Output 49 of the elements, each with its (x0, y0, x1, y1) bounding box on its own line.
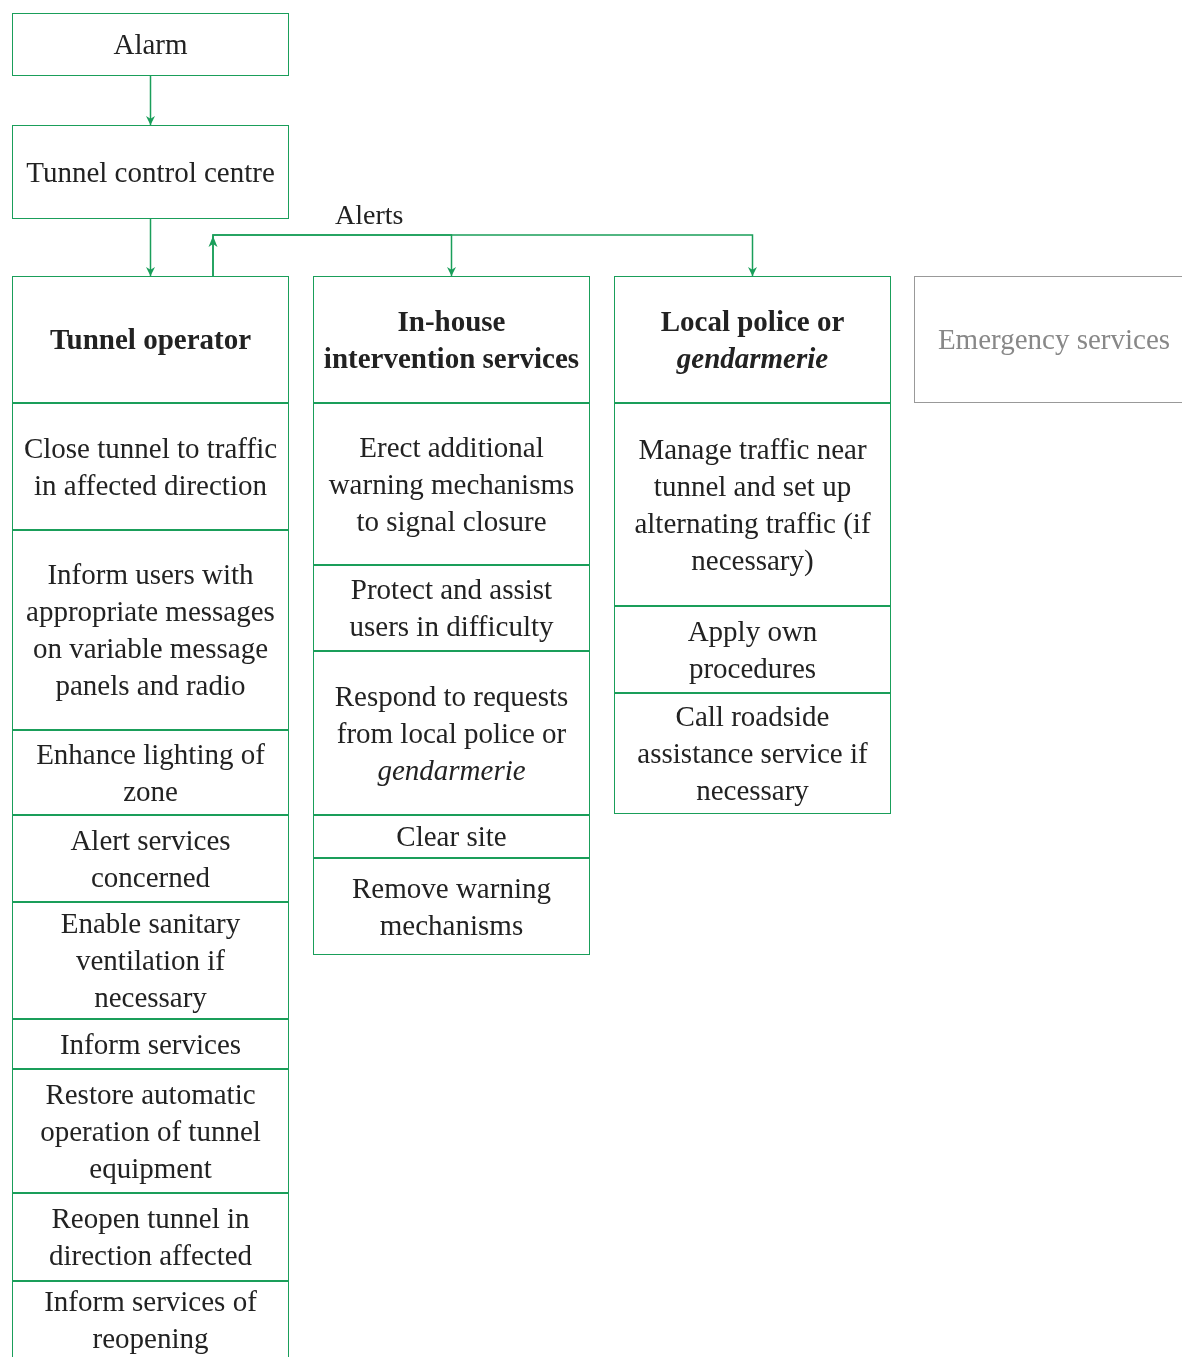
process-box (313, 403, 590, 565)
step-text: Reopen tunnel in direction affected (47, 1201, 254, 1273)
process-box (313, 858, 590, 955)
process-box (614, 606, 891, 693)
header-box (12, 276, 289, 403)
process-box (12, 1069, 289, 1193)
process-box (614, 403, 891, 606)
process-box (12, 815, 289, 902)
header-box (614, 276, 891, 403)
heading: Tunnel operator (49, 322, 252, 357)
step-text: Alert services concerned (69, 822, 232, 895)
step-text: Apply own procedures (686, 613, 819, 686)
process-box (12, 13, 289, 76)
heading: In-house intervention services (322, 303, 581, 376)
step-text: Call roadside assistance service if necessary (636, 699, 869, 808)
step-text: Inform users with appropriate messages on variable message panels and radio (25, 557, 276, 703)
inactive-box (914, 276, 1182, 403)
step-text: Tunnel control centre (26, 154, 275, 190)
step-text: Protect and assist users in difficulty (348, 572, 555, 644)
step-text: Remove warning mechanisms (351, 870, 552, 943)
process-box (12, 902, 289, 1019)
step-text: Respond to requests from local police or gendarmerie (333, 678, 570, 788)
process-box (12, 1193, 289, 1281)
process-box (12, 530, 289, 730)
step-text: Alarm (113, 27, 188, 62)
step-text: Clear site (396, 819, 507, 854)
step-text: Manage traffic near tunnel and set up alternating traffic (if necessary) (633, 431, 872, 578)
step-text: Enhance lighting of zone (35, 736, 266, 809)
process-box (12, 730, 289, 815)
step-text: Enable sanitary ventilation if necessary (59, 906, 242, 1015)
process-box (614, 693, 891, 814)
step-text: Inform services of reopening (43, 1284, 258, 1356)
process-box (12, 125, 289, 219)
step-text: Erect additional warning mechanisms to signal closure (327, 429, 576, 539)
heading: Emergency services (937, 322, 1171, 357)
process-box (313, 651, 590, 815)
process-box (12, 1019, 289, 1069)
arrow (212, 234, 757, 277)
process-box (313, 815, 590, 858)
process-box (12, 403, 289, 530)
step-text: Restore automatic operation of tunnel equipment (39, 1076, 262, 1186)
process-box (313, 565, 590, 651)
heading: Local police or gendarmerie (659, 303, 846, 376)
step-text: Inform services (59, 1026, 242, 1062)
arrow (146, 218, 155, 277)
arrow (146, 75, 155, 126)
step-text: Close tunnel to traffic in affected direction (22, 430, 279, 503)
header-box (313, 276, 590, 403)
process-box (12, 1281, 289, 1357)
